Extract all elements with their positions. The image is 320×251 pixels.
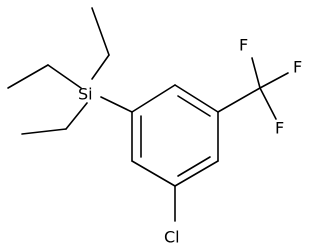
cf3-f1-bond	[251, 57, 261, 89]
si-ring-bond	[100, 96, 133, 113]
fluorine-label-1: F	[239, 36, 248, 55]
ring-bond-4	[131, 160, 176, 187]
fluorine-label-3: F	[275, 119, 284, 138]
inner-double-bond-1	[177, 95, 211, 117]
atom-labels: Si Cl F F F	[78, 36, 302, 247]
chemical-structure: Si Cl F F F	[7, 7, 302, 247]
ring-bond-3	[174, 160, 219, 187]
cf3-f3-bond	[259, 87, 277, 120]
si-ethyl-top-bond-1	[91, 54, 110, 80]
si-ethyl-bottom-bond-2	[21, 128, 67, 135]
ring-bond-6	[131, 84, 176, 113]
si-ethyl-bottom-bond-1	[65, 102, 88, 130]
bond-lines	[7, 7, 289, 222]
cf3-ring-bond	[217, 87, 261, 113]
si-ethyl-left-bond-1	[47, 64, 82, 89]
si-ethyl-left-bond-2	[7, 64, 49, 89]
cf3-f2-bond	[259, 72, 289, 89]
inner-double-bond-2	[177, 156, 211, 177]
fluorine-label-2: F	[293, 58, 302, 77]
chlorine-label: Cl	[164, 228, 180, 247]
si-ethyl-top-bond-2	[91, 7, 110, 56]
ring-bond-1	[174, 84, 219, 113]
silicon-label: Si	[78, 85, 93, 104]
